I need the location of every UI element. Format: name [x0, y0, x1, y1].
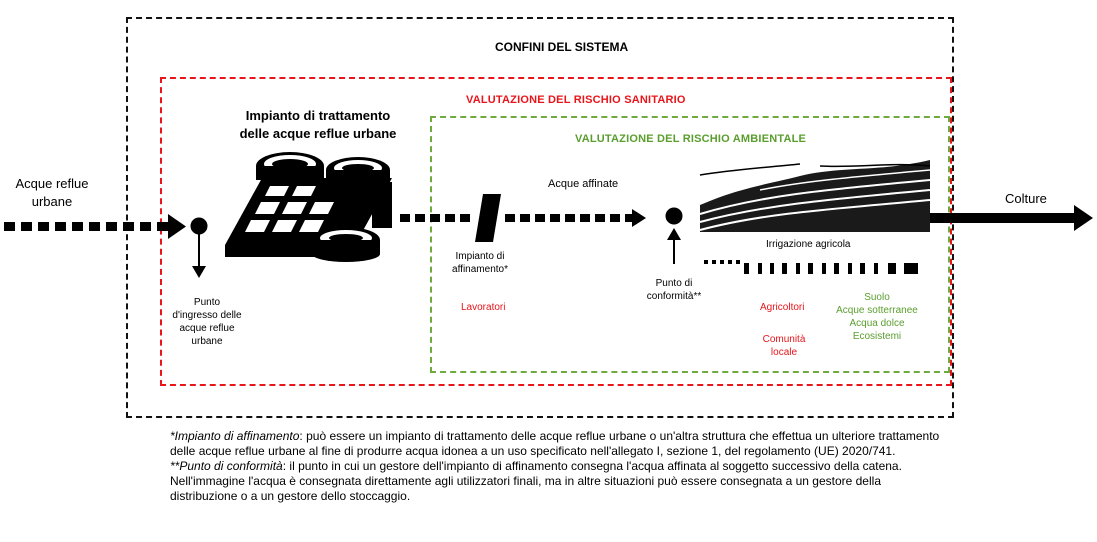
- footnote-reclamation-plant: *Impianto di affinamento: può essere un …: [170, 429, 950, 459]
- compliance-point-label: Punto di conformità**: [634, 277, 714, 303]
- footnote-1-term: *Impianto di affinamento: [170, 429, 300, 443]
- local-community-line2: locale: [770, 347, 798, 358]
- footnote-1-text: : può essere un impianto di trattamento …: [170, 429, 940, 458]
- reclamation-plant-icon: [475, 194, 501, 242]
- workers-receptor: Lavoratori: [461, 302, 506, 313]
- footnote-compliance-point: **Punto di conformità: il punto in cui u…: [170, 459, 950, 504]
- output-label: Colture: [1005, 191, 1047, 206]
- health-risk-box: [160, 77, 952, 386]
- local-community-receptor: Comunità locale: [756, 333, 812, 359]
- footnotes: *Impianto di affinamento: può essere un …: [170, 429, 950, 504]
- compliance-point-label-line1: Punto di: [655, 278, 693, 289]
- entry-point-label-line1: Punto: [193, 297, 221, 308]
- system-boundary-label: CONFINI DEL SISTEMA: [495, 40, 629, 54]
- treatment-plant-label: Impianto di trattamento delle acque refl…: [218, 107, 418, 143]
- footnote-2-term: **Punto di conformità: [170, 459, 283, 473]
- reclaimed-water-flow-arrow: [400, 209, 646, 227]
- local-community-line1: Comunità: [762, 334, 806, 345]
- output-flow-arrow: [930, 205, 1093, 231]
- compliance-point-node: [665, 207, 683, 264]
- farmers-receptor: Agricoltori: [760, 302, 805, 313]
- reclamation-plant-label-line1: Impianto di: [455, 251, 505, 262]
- input-label: Acque reflue urbane: [8, 175, 96, 211]
- reclamation-plant-label: Impianto di affinamento*: [440, 250, 520, 276]
- soil-receptor: Suolo: [864, 292, 890, 303]
- entry-point-label: Punto d'ingresso delle acque reflue urba…: [168, 296, 246, 348]
- treatment-plant-icon: [225, 152, 392, 262]
- groundwater-receptor: Acque sotterranee: [836, 305, 918, 316]
- entry-point-label-line2: d'ingresso delle: [172, 310, 242, 321]
- reclaimed-water-label: Acque affinate: [548, 178, 619, 190]
- reclamation-plant-label-line2: affinamento*: [452, 264, 508, 275]
- entry-point-node: [190, 217, 208, 278]
- environmental-receptors: Suolo Acque sotterranee Acqua dolce Ecos…: [822, 291, 932, 343]
- freshwater-receptor: Acqua dolce: [849, 318, 905, 329]
- compliance-point-label-line2: conformità**: [646, 291, 702, 302]
- input-label-line1: Acque reflue: [15, 176, 89, 191]
- environmental-risk-label: VALUTAZIONE DEL RISCHIO AMBIENTALE: [575, 133, 807, 145]
- environmental-risk-box: [430, 116, 950, 373]
- health-risk-label: VALUTAZIONE DEL RISCHIO SANITARIO: [466, 94, 686, 106]
- input-label-line2: urbane: [31, 194, 73, 209]
- treatment-plant-label-line1: Impianto di trattamento: [245, 108, 391, 123]
- ecosystems-receptor: Ecosistemi: [852, 331, 902, 342]
- treatment-plant-label-line2: delle acque reflue urbane: [239, 126, 397, 141]
- irrigation-label: Irrigazione agricola: [766, 239, 851, 250]
- input-flow-arrow: [4, 214, 186, 239]
- footnote-2-text: : il punto in cui un gestore dell'impian…: [170, 459, 902, 503]
- entry-point-label-line3: acque reflue: [179, 323, 235, 334]
- entry-point-label-line4: urbane: [191, 336, 223, 347]
- agricultural-landscape-icon: [699, 160, 931, 274]
